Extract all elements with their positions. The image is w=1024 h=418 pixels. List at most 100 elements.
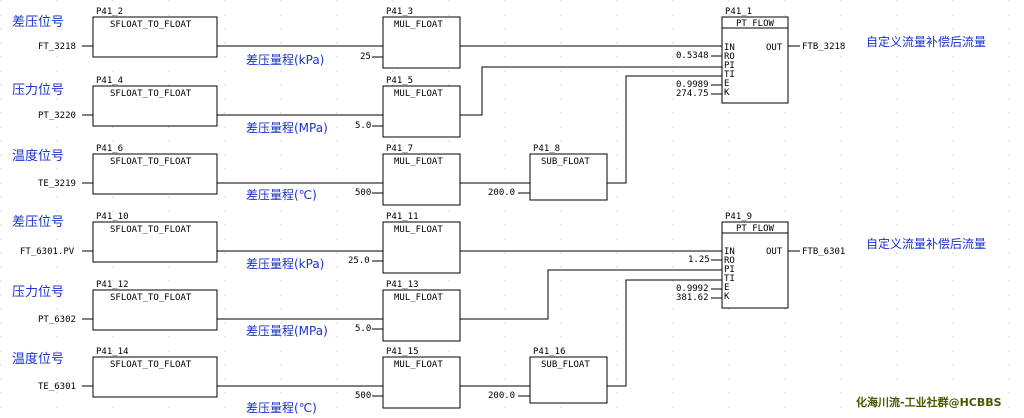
- block-p41-12[interactable]: P41_12 SFLOAT_TO_FLOAT: [92, 280, 218, 331]
- block-name: P41_15: [386, 347, 419, 357]
- const-500: 500: [355, 188, 371, 198]
- const-ro-2: 1.25: [688, 255, 710, 265]
- label-pressure-tag-1: 压力位号: [12, 83, 64, 98]
- block-type: MUL_FLOAT: [394, 293, 443, 303]
- block-p41-5[interactable]: P41_5 MUL_FLOAT: [382, 76, 461, 138]
- label-compensated-flow-1: 自定义流量补偿后流量: [866, 34, 986, 49]
- input-pt3220: PT_3220: [38, 111, 76, 121]
- pin-ro: RO: [724, 256, 735, 266]
- label-compensated-flow-2: 自定义流量补偿后流量: [866, 236, 986, 251]
- block-name: P41_16: [533, 347, 566, 357]
- block-type: MUL_FLOAT: [394, 89, 443, 99]
- block-name: P41_9: [725, 212, 752, 222]
- range-kpa-1: 差压量程(kPa): [246, 52, 324, 67]
- block-type: MUL_FLOAT: [394, 20, 443, 30]
- range-mpa-1: 差压量程(MPa): [246, 120, 328, 135]
- range-c-2: 差压量程(℃): [246, 400, 317, 415]
- pin-in: IN: [724, 43, 735, 53]
- range-mpa-2: 差压量程(MPa): [246, 323, 328, 338]
- block-name: P41_7: [386, 144, 413, 154]
- pin-out: OUT: [766, 43, 783, 53]
- label-diff-pressure-tag-2: 差压位号: [12, 215, 64, 230]
- block-name: P41_10: [96, 212, 129, 222]
- block-type: SFLOAT_TO_FLOAT: [110, 20, 192, 30]
- block-p41-9[interactable]: P41_9 PT_FLOW IN RO PI TI E K OUT: [721, 212, 789, 309]
- block-p41-13[interactable]: P41_13 MUL_FLOAT: [382, 280, 461, 342]
- pin-in: IN: [724, 247, 735, 257]
- label-pressure-tag-2: 压力位号: [12, 285, 64, 300]
- output-ftb3218: FTB_3218: [802, 42, 845, 52]
- block-p41-8[interactable]: P41_8 SUB_FLOAT: [529, 144, 608, 201]
- block-name: P41_12: [96, 280, 129, 290]
- block-name: P41_2: [96, 7, 123, 17]
- block-name: P41_1: [725, 7, 752, 17]
- block-type: SUB_FLOAT: [541, 360, 590, 370]
- input-pt6302: PT_6302: [38, 315, 76, 325]
- block-type: SFLOAT_TO_FLOAT: [110, 225, 192, 235]
- const-200-b: 200.0: [488, 391, 515, 401]
- const-e-2: 0.9992: [676, 284, 709, 294]
- block-name: P41_6: [96, 144, 123, 154]
- pin-k: K: [724, 88, 730, 98]
- block-type: SUB_FLOAT: [541, 157, 590, 167]
- output-ftb6301: FTB_6301: [802, 247, 845, 257]
- const-k-1: 274.75: [676, 89, 709, 99]
- input-ft3218: FT_3218: [38, 42, 76, 52]
- block-type: PT_FLOW: [736, 224, 775, 234]
- block-p41-1[interactable]: P41_1 PT_FLOW IN RO PI TI E K OUT: [721, 7, 789, 104]
- pin-out: OUT: [766, 247, 783, 257]
- input-ft6301: FT_6301.PV: [20, 247, 75, 257]
- const-200: 200.0: [488, 188, 515, 198]
- block-type: SFLOAT_TO_FLOAT: [110, 89, 192, 99]
- pin-e: E: [724, 283, 729, 293]
- block-p41-10[interactable]: P41_10 SFLOAT_TO_FLOAT: [92, 212, 218, 263]
- block-p41-3[interactable]: P41_3 MUL_FLOAT: [382, 7, 461, 69]
- block-type: SFLOAT_TO_FLOAT: [110, 360, 192, 370]
- block-type: MUL_FLOAT: [394, 157, 443, 167]
- block-p41-16[interactable]: P41_16 SUB_FLOAT: [529, 347, 608, 404]
- const-k-2: 381.62: [676, 293, 709, 303]
- input-te6301: TE_6301: [38, 382, 76, 392]
- block-p41-6[interactable]: P41_6 SFLOAT_TO_FLOAT: [92, 144, 218, 195]
- pin-k: K: [724, 292, 730, 302]
- const-e-1: 0.9989: [676, 80, 709, 90]
- block-type: SFLOAT_TO_FLOAT: [110, 157, 192, 167]
- block-name: P41_14: [96, 347, 129, 357]
- pin-ti: TI: [724, 274, 735, 284]
- const-500-b: 500: [355, 391, 371, 401]
- block-p41-4[interactable]: P41_4 SFLOAT_TO_FLOAT: [92, 76, 218, 127]
- label-temperature-tag-1: 温度位号: [12, 148, 64, 164]
- label-temperature-tag-2: 温度位号: [12, 351, 64, 367]
- block-p41-7[interactable]: P41_7 MUL_FLOAT: [382, 144, 461, 206]
- block-name: P41_11: [386, 212, 419, 222]
- block-p41-15[interactable]: P41_15 MUL_FLOAT: [382, 347, 461, 409]
- block-name: P41_8: [533, 144, 560, 154]
- block-p41-14[interactable]: P41_14 SFLOAT_TO_FLOAT: [92, 347, 218, 398]
- pin-pi: PI: [724, 265, 735, 275]
- pin-pi: PI: [724, 61, 735, 71]
- block-type: MUL_FLOAT: [394, 360, 443, 370]
- const-ro-1: 0.5348: [676, 51, 709, 61]
- label-diff-pressure-tag-1: 差压位号: [12, 15, 64, 30]
- block-p41-2[interactable]: P41_2 SFLOAT_TO_FLOAT: [92, 7, 218, 58]
- watermark: 化海川流-工业社群@HCBBS: [856, 395, 1002, 409]
- pin-ti: TI: [724, 70, 735, 80]
- block-name: P41_5: [386, 76, 413, 86]
- const-25: 25: [360, 52, 371, 62]
- range-c-1: 差压量程(℃): [246, 187, 317, 202]
- block-type: SFLOAT_TO_FLOAT: [110, 293, 192, 303]
- block-p41-11[interactable]: P41_11 MUL_FLOAT: [382, 212, 461, 274]
- input-te3219: TE_3219: [38, 179, 76, 189]
- const-5-b: 5.0: [355, 324, 371, 334]
- block-name: P41_3: [386, 7, 413, 17]
- const-25-0: 25.0: [348, 256, 370, 266]
- block-type: MUL_FLOAT: [394, 225, 443, 235]
- block-name: P41_4: [96, 76, 123, 86]
- pin-e: E: [724, 79, 729, 89]
- block-name: P41_13: [386, 280, 419, 290]
- pin-ro: RO: [724, 52, 735, 62]
- const-5: 5.0: [355, 121, 371, 131]
- block-type: PT_FLOW: [736, 19, 775, 29]
